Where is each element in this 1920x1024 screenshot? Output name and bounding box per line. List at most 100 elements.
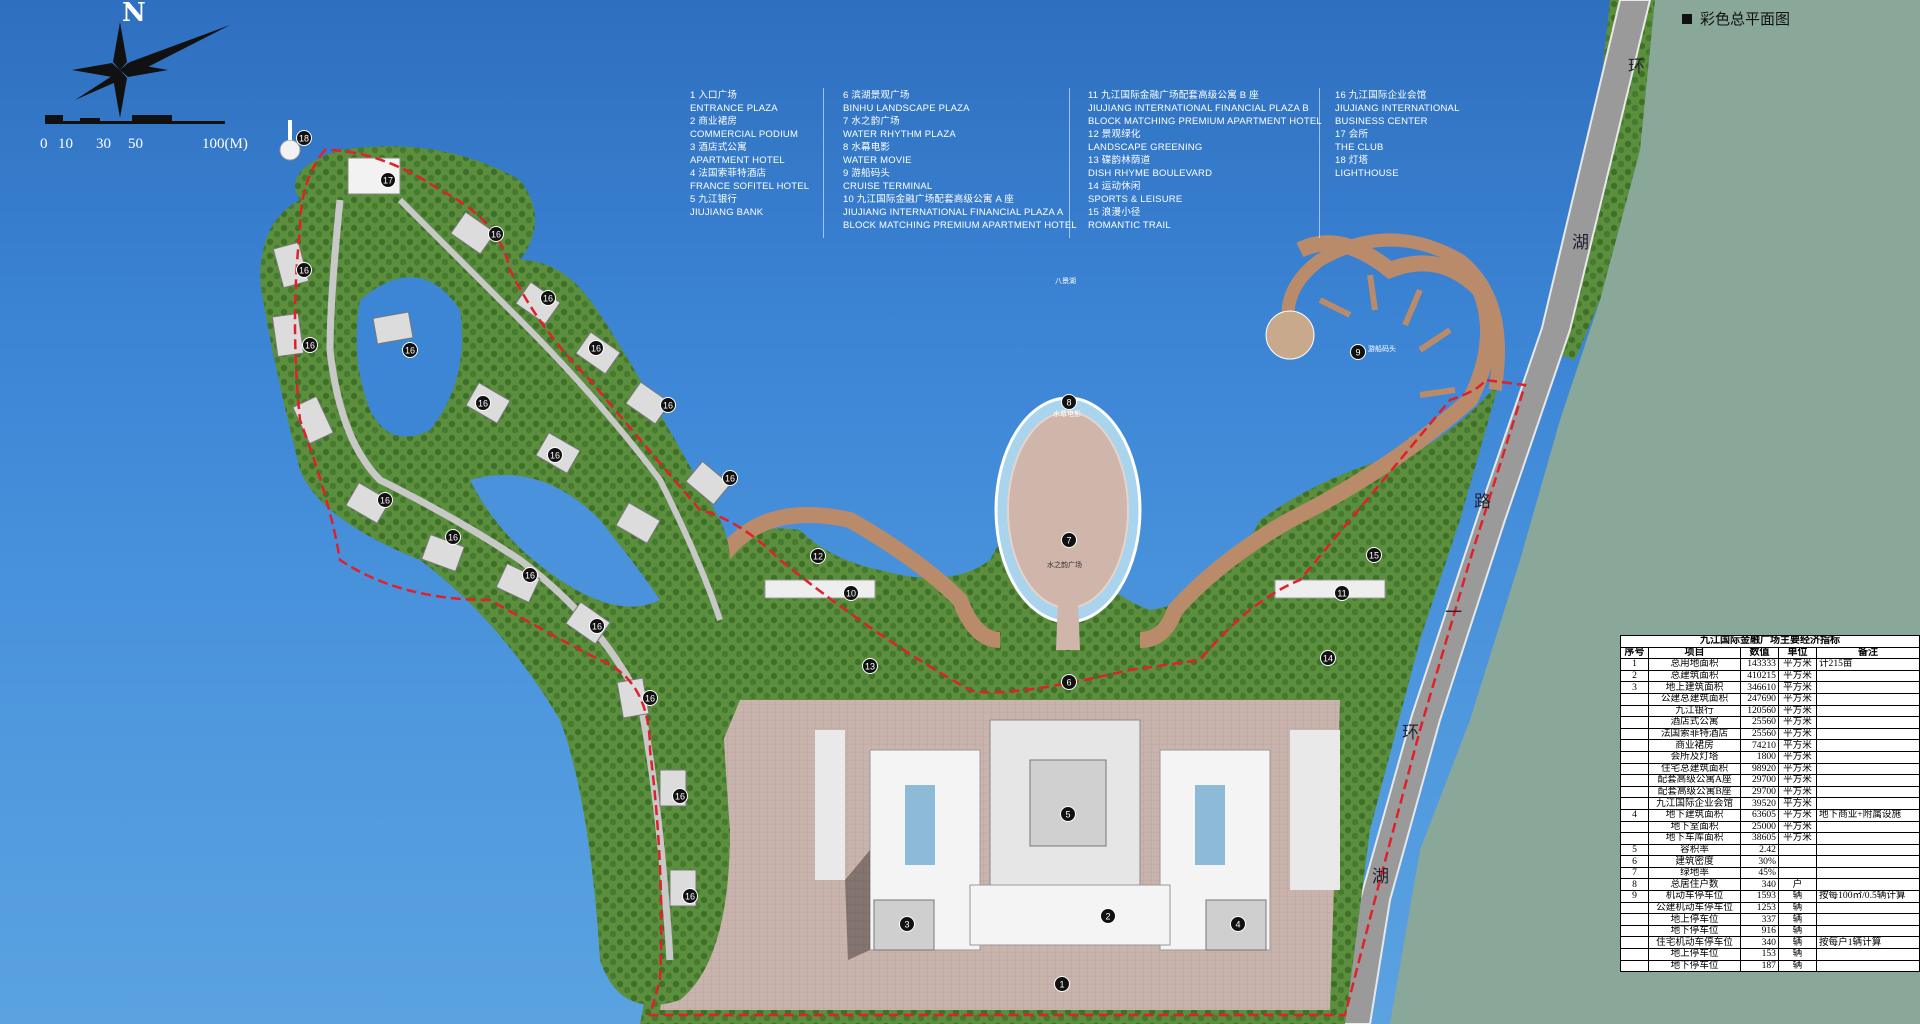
marker-circle bbox=[862, 658, 878, 674]
table-cell-unit: 平方米 bbox=[1777, 785, 1817, 799]
table-cell-item: 地下建筑面积 bbox=[1648, 808, 1741, 822]
table-cell-note bbox=[1815, 669, 1920, 683]
table-cell-no bbox=[1619, 948, 1650, 961]
table-cell-unit: 平方米 bbox=[1777, 716, 1817, 729]
table-cell-no: 3 bbox=[1619, 681, 1650, 694]
table-cell-no: 4 bbox=[1619, 808, 1650, 822]
marker-number: 16 bbox=[305, 341, 315, 351]
table-cell-unit: 户 bbox=[1777, 878, 1817, 892]
marker-number: 10 bbox=[846, 589, 856, 599]
header-no: 序号 bbox=[1619, 646, 1650, 660]
marker-circle bbox=[522, 567, 538, 583]
marker-number: 4 bbox=[1235, 920, 1240, 930]
table-cell-no: 5 bbox=[1619, 843, 1650, 857]
table-cell-no bbox=[1619, 936, 1650, 950]
table-cell-no: 2 bbox=[1619, 669, 1650, 683]
table-cell-note bbox=[1815, 913, 1920, 926]
legend-entry: APARTMENT HOTEL bbox=[690, 155, 785, 166]
marker-circle bbox=[296, 130, 312, 146]
table-cell-value: 247690 bbox=[1740, 692, 1779, 706]
marker-number: 6 bbox=[1066, 678, 1071, 688]
table-cell-note bbox=[1815, 855, 1920, 868]
legend-entry: LIGHTHOUSE bbox=[1335, 168, 1399, 179]
table-cell-note bbox=[1815, 762, 1920, 776]
table-cell-no bbox=[1619, 750, 1650, 764]
marker-circle bbox=[296, 262, 312, 278]
legend-entry: JIUJIANG INTERNATIONAL FINANCIAL PLAZA A bbox=[843, 207, 1064, 218]
scale-label-0: 0 bbox=[40, 136, 48, 152]
legend-entry: ENTRANCE PLAZA bbox=[690, 103, 778, 114]
legend-entry: FRANCE SOFITEL HOTEL bbox=[690, 181, 810, 192]
table-cell-value: 45% bbox=[1740, 866, 1779, 880]
table-cell-item: 会所及灯塔 bbox=[1648, 750, 1741, 764]
table-cell-unit: 辆 bbox=[1777, 936, 1817, 950]
table-cell-note bbox=[1815, 924, 1920, 938]
table-cell-item: 公建机动车停车位 bbox=[1648, 901, 1741, 915]
marker-circle bbox=[402, 342, 418, 358]
table-cell-no bbox=[1619, 692, 1650, 706]
marker-circle bbox=[302, 337, 318, 353]
table-cell-item: 住宅机动车停车位 bbox=[1648, 936, 1741, 950]
boardwalk-east bbox=[1139, 235, 1496, 648]
legend-entry: 1 入口广场 bbox=[690, 90, 738, 101]
legend-entry: JIUJIANG INTERNATIONAL FINANCIAL PLAZA B bbox=[1088, 103, 1309, 114]
road-label: 环 bbox=[1628, 57, 1645, 77]
table-cell-no bbox=[1619, 832, 1650, 845]
table-cell-unit: 辆 bbox=[1777, 890, 1817, 903]
marker-number: 16 bbox=[491, 230, 501, 240]
scale-label-50: 50 bbox=[128, 136, 143, 152]
table-cell-unit: 平方米 bbox=[1777, 669, 1817, 683]
table-cell-note bbox=[1815, 785, 1920, 799]
table-cell-note: 按每户1辆计算 bbox=[1815, 936, 1920, 950]
legend-entry: 13 碟韵林荫道 bbox=[1088, 155, 1151, 166]
marker-number: 16 bbox=[405, 346, 415, 356]
header-unit: 单位 bbox=[1777, 646, 1817, 660]
table-cell-item: 地下停车位 bbox=[1648, 959, 1741, 973]
legend-entry: 3 酒店式公寓 bbox=[690, 142, 747, 153]
road-label: 路 bbox=[1474, 492, 1491, 512]
table-cell-note bbox=[1815, 727, 1920, 741]
marker-circle bbox=[1054, 976, 1070, 992]
table-cell-value: 29700 bbox=[1740, 785, 1779, 799]
table-cell-value: 340 bbox=[1740, 936, 1779, 950]
marker-number: 17 bbox=[383, 176, 393, 186]
table-cell-item: 九江银行 bbox=[1648, 704, 1741, 718]
table-cell-item: 地下停车位 bbox=[1648, 924, 1741, 938]
table-cell-value: 74210 bbox=[1740, 739, 1779, 752]
boardwalk-west bbox=[713, 507, 1001, 648]
table-cell-no bbox=[1619, 774, 1650, 787]
table-cell-item: 总居住户数 bbox=[1648, 878, 1741, 892]
legend-entry: 2 商业裙房 bbox=[690, 116, 738, 127]
legend-entry: BLOCK MATCHING PREMIUM APARTMENT HOTEL bbox=[843, 220, 1077, 231]
ring-road bbox=[1338, 0, 1652, 1024]
table-cell-note bbox=[1815, 832, 1920, 845]
table-cell-note bbox=[1815, 704, 1920, 718]
table-cell-unit: 平方米 bbox=[1777, 797, 1817, 810]
north-arrow-icon bbox=[72, 22, 230, 118]
table-cell-note bbox=[1815, 750, 1920, 764]
peninsula-road-2 bbox=[397, 197, 723, 621]
table-cell-value: 916 bbox=[1740, 924, 1779, 938]
marker-number: 16 bbox=[663, 401, 673, 411]
legend-entry: 6 滨湖景观广场 bbox=[843, 90, 910, 101]
marker-number: 16 bbox=[525, 571, 535, 581]
table-cell-note bbox=[1815, 901, 1920, 915]
marker-number: 16 bbox=[299, 266, 309, 276]
terminal-pier bbox=[1281, 233, 1505, 392]
table-cell-value: 98920 bbox=[1740, 762, 1779, 776]
table-cell-value: 63605 bbox=[1740, 808, 1779, 822]
